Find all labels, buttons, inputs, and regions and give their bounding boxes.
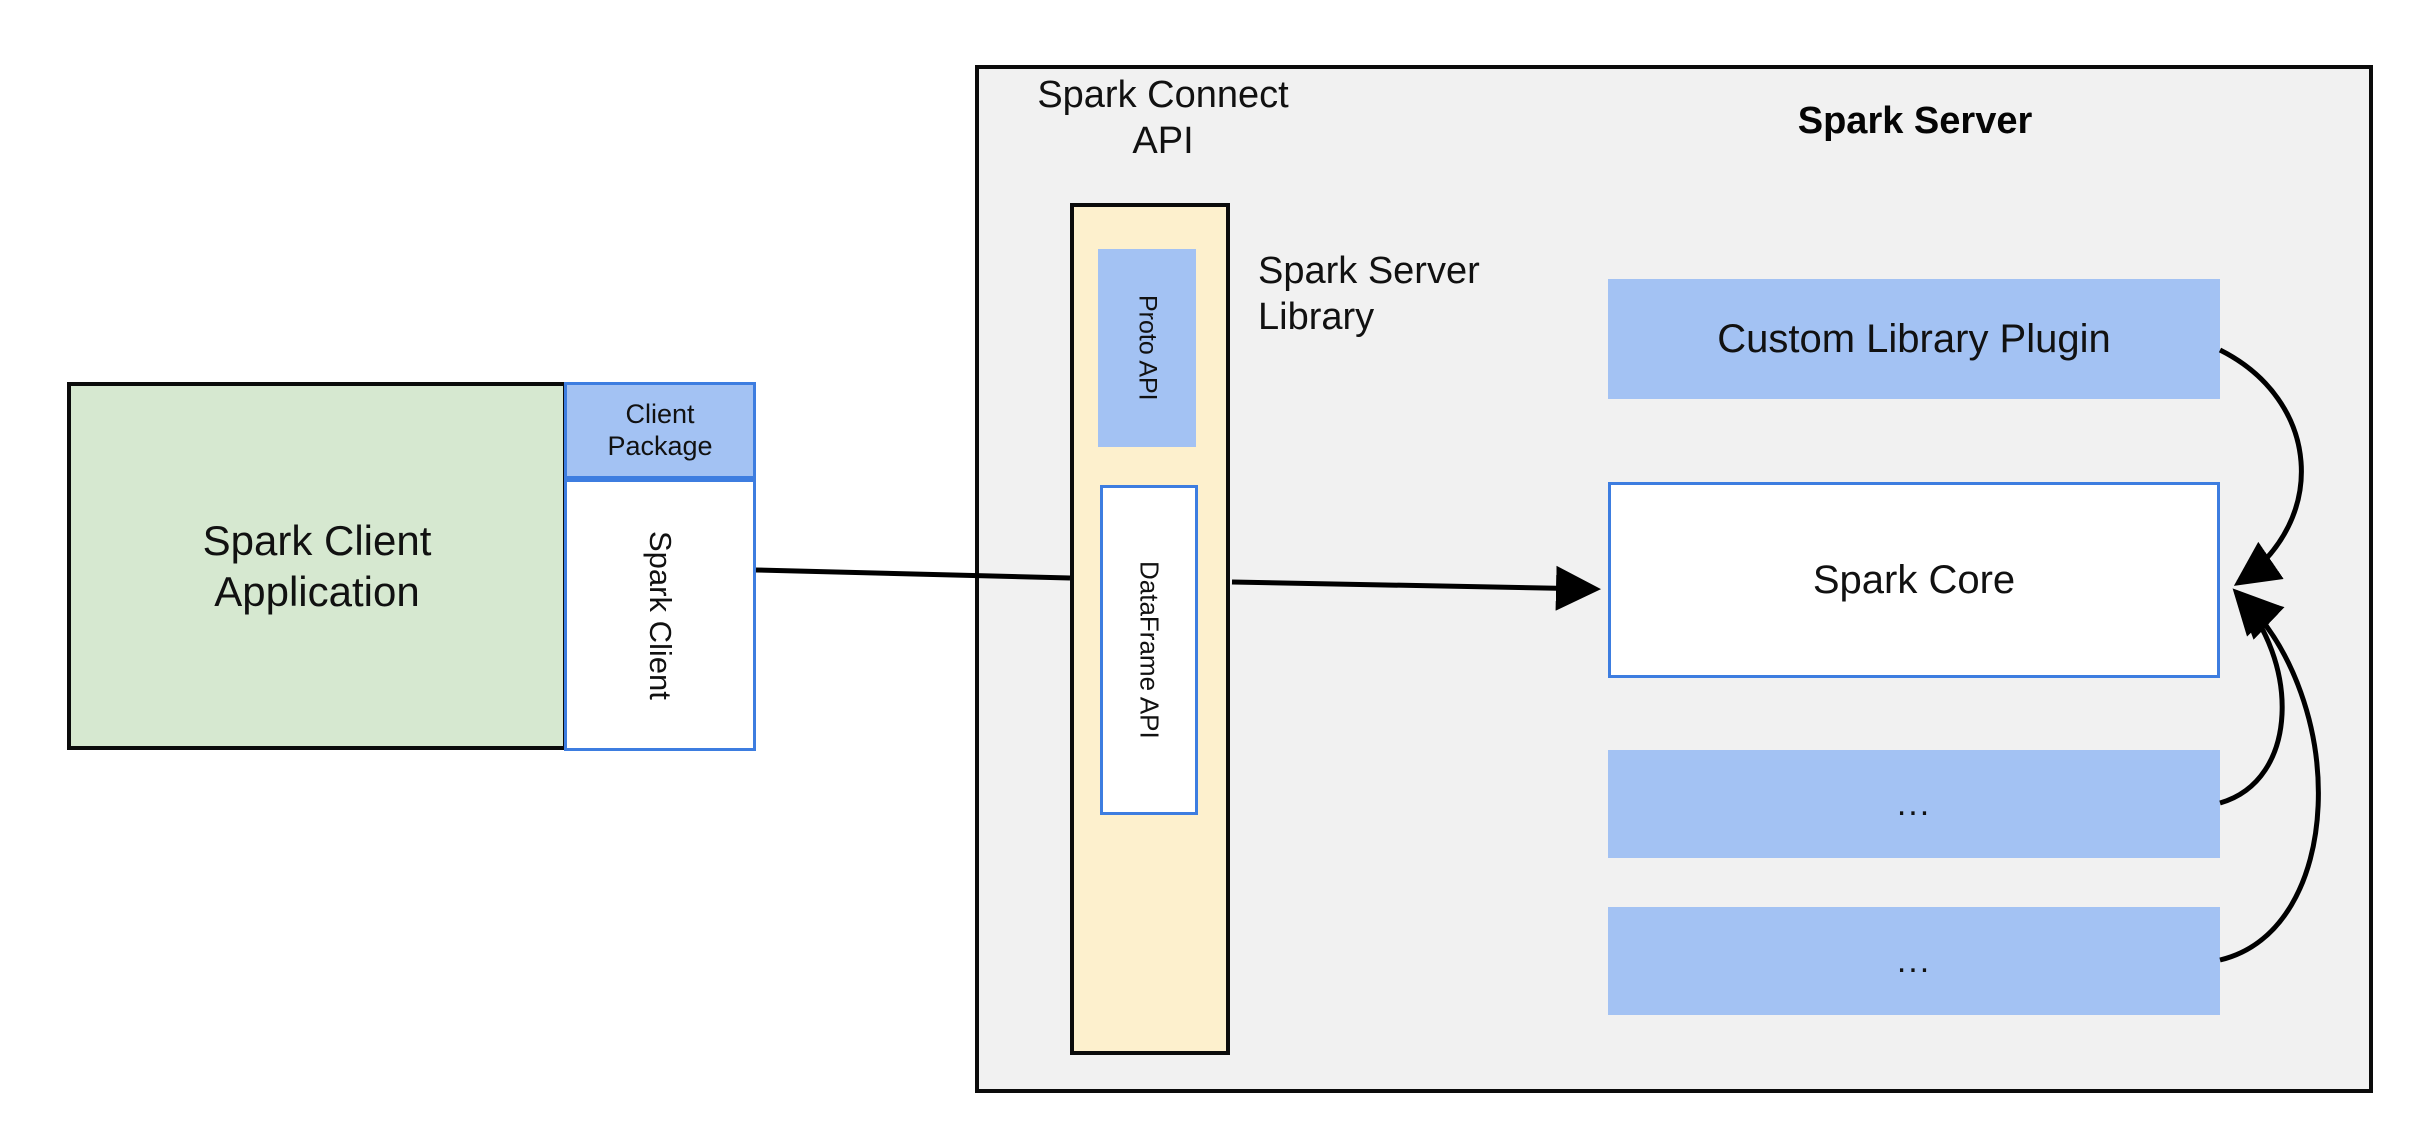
ellipsis-box-2[interactable]: ... [1608,907,2220,1015]
spark-server-title: Spark Server [1797,100,2033,142]
ellipsis-box-1[interactable]: ... [1608,750,2220,858]
spark-connect-api-title: Spark Connect API [1037,74,1289,163]
dataframe-api-label: DataFrame API [1134,561,1165,739]
spark-core-box[interactable]: Spark Core [1608,482,2220,678]
ellipsis-label-1: ... [1896,784,1932,823]
custom-library-plugin-label: Custom Library Plugin [1717,316,2111,361]
ellipsis-label-2: ... [1896,941,1932,980]
spark-client-application-box[interactable]: Spark Client Application [67,382,567,750]
custom-library-plugin-box[interactable]: Custom Library Plugin [1608,279,2220,399]
proto-api-label: Proto API [1133,295,1162,401]
spark-client-box[interactable]: Spark Client [564,479,756,751]
client-package-label: Client Package [607,398,713,461]
dataframe-api-box[interactable]: DataFrame API [1100,485,1198,815]
spark-core-label: Spark Core [1812,557,2016,602]
proto-api-box[interactable]: Proto API [1098,249,1196,447]
spark-client-application-label: Spark Client Application [202,516,432,615]
spark-server-library-label: Spark Server Library [1258,250,1480,339]
spark-client-label: Spark Client [643,530,678,700]
client-package-box[interactable]: Client Package [564,382,756,479]
